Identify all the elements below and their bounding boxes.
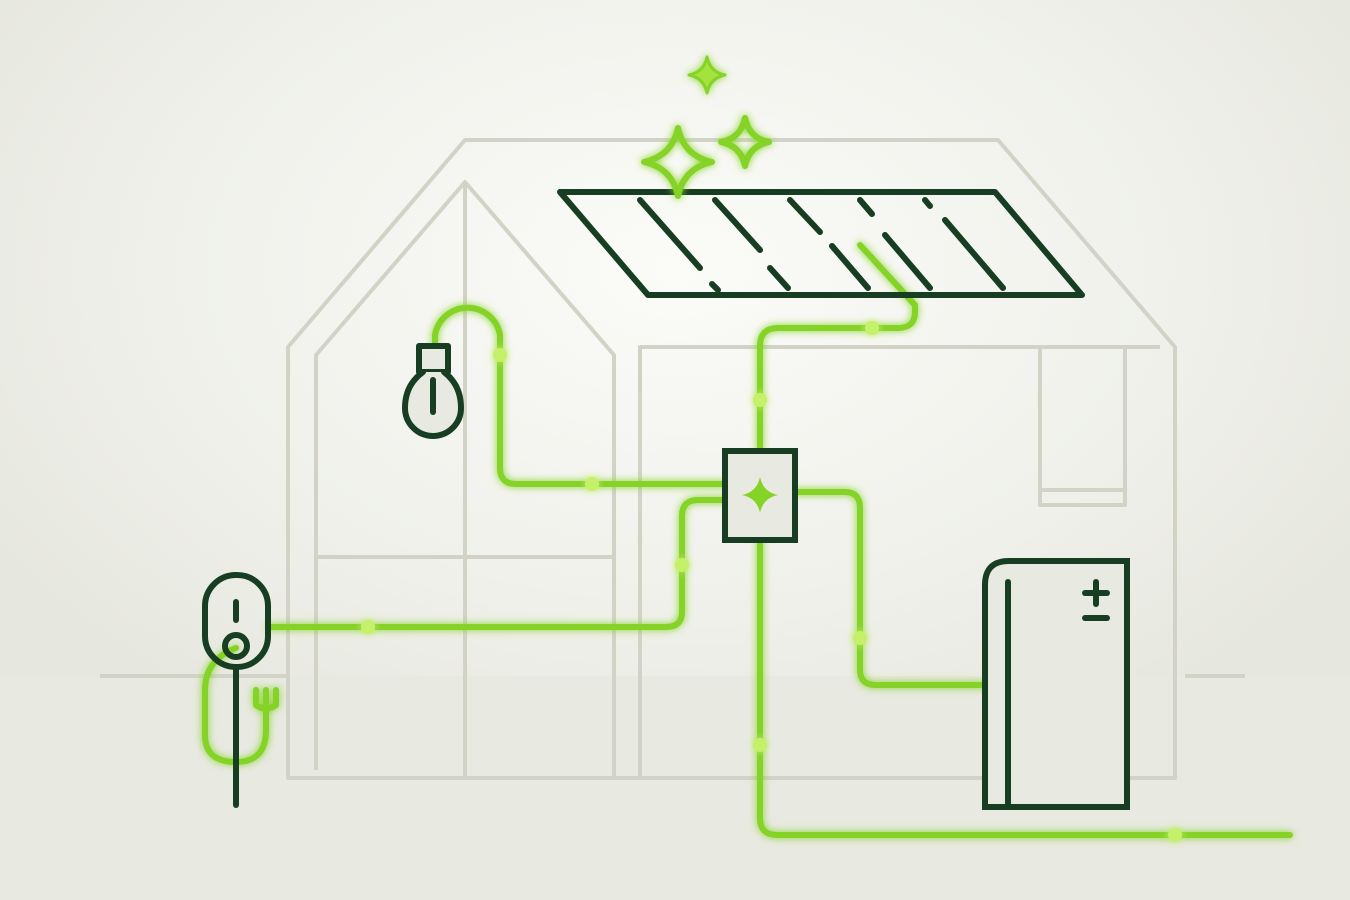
flow-nodes [361, 321, 1182, 842]
flow-solar-to-inverter [757, 242, 918, 453]
flow-inverter-to-grid [757, 537, 1293, 838]
house-outline [100, 138, 1245, 780]
solar-panel-icon [557, 189, 1085, 298]
inverter-icon [722, 448, 798, 543]
sparkle-icon [641, 55, 772, 199]
ev-charger-icon [202, 572, 271, 808]
flow-inverter-to-bulb [432, 304, 728, 487]
battery-icon [982, 558, 1130, 810]
light-bulb-icon [402, 343, 464, 439]
flow-inverter-to-battery [792, 489, 998, 688]
charger-cable [202, 645, 279, 765]
